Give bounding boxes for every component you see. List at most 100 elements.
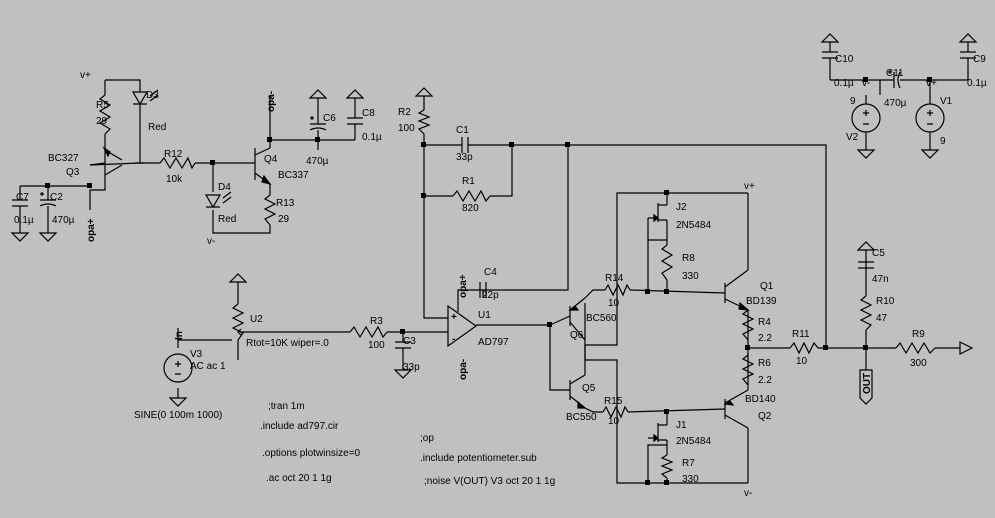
opamp-u1[interactable] <box>447 304 478 348</box>
directive-noise: ;noise V(OUT) V3 oct 20 1 1g <box>424 476 555 487</box>
net-out: OUT <box>862 373 873 394</box>
label-c3-ref: C3 <box>403 336 416 347</box>
label-v3-ref: V3 <box>190 349 203 360</box>
label-u1-value: AD797 <box>478 337 509 348</box>
transistor-q4[interactable] <box>254 147 272 185</box>
resistor-r10[interactable] <box>859 295 873 331</box>
led-d3[interactable] <box>131 89 159 127</box>
jfet-j2[interactable] <box>647 203 667 240</box>
label-r4-ref: R4 <box>758 317 771 328</box>
label-q3-ref: Q3 <box>66 167 80 178</box>
label-c1-ref: C1 <box>456 125 469 136</box>
label-c2-value: 470µ <box>52 215 75 226</box>
label-r5-value: 29 <box>96 116 108 127</box>
label-q1-value: BD139 <box>746 296 777 307</box>
capacitor-c1[interactable] <box>461 137 472 153</box>
label-r7-value: 330 <box>682 474 699 485</box>
label-r12-ref: R12 <box>164 149 183 160</box>
label-u1-ref: U1 <box>478 310 491 321</box>
label-j2-value: 2N5484 <box>676 220 711 231</box>
capacitor-c5[interactable] <box>858 261 874 290</box>
capacitor-c6[interactable] <box>309 116 327 140</box>
net-opa-plus-u1: opa+ <box>458 274 469 298</box>
label-q4-value: BC337 <box>278 170 309 181</box>
capacitor-c2[interactable] <box>39 192 57 222</box>
label-r4-value: 2.2 <box>758 333 772 344</box>
transistor-q5[interactable] <box>569 374 587 409</box>
out-net-flag[interactable] <box>859 369 873 405</box>
label-r5-ref: R5 <box>96 100 109 111</box>
resistor-r3[interactable] <box>349 325 388 339</box>
label-r15-ref: R15 <box>604 396 623 407</box>
label-r1-ref: R1 <box>462 176 475 187</box>
directive-include-ad797: .include ad797.cir <box>260 421 339 432</box>
label-r8-ref: R8 <box>682 253 695 264</box>
capacitor-c9[interactable] <box>960 51 976 70</box>
potentiometer-u2[interactable] <box>231 303 246 341</box>
directive-op: ;op <box>420 433 434 444</box>
label-j1-value: 2N5484 <box>676 436 711 447</box>
output-port-arrow[interactable] <box>959 341 974 355</box>
resistor-r15[interactable] <box>602 405 629 419</box>
source-v2[interactable] <box>851 103 881 133</box>
net-labels: v+ v- v+ v- v- v+ opa+ opa- opa+ opa- In… <box>80 70 937 499</box>
label-q2-value: BD140 <box>745 394 776 405</box>
resistor-r4[interactable] <box>741 309 755 341</box>
label-c9-ref: C9 <box>973 54 986 65</box>
resistor-r5[interactable] <box>98 94 112 135</box>
resistor-r11[interactable] <box>789 341 819 355</box>
source-v1[interactable] <box>915 103 945 133</box>
junction-dots <box>45 77 932 485</box>
label-r7-ref: R7 <box>682 458 695 469</box>
directive-include-potentiometer: .include potentiometer.sub <box>420 453 537 464</box>
resistor-r8[interactable] <box>660 244 674 281</box>
resistor-r2[interactable] <box>417 109 431 135</box>
component-labels: R5 29 D3 Red BC327 Q3 C7 0.1µ C2 470µ R1… <box>14 54 987 485</box>
label-j2-ref: J2 <box>676 202 687 213</box>
label-r9-value: 300 <box>910 358 927 369</box>
net-opa-minus-u1: opa- <box>458 359 469 380</box>
jfet-j1[interactable] <box>648 423 667 443</box>
transistor-q3[interactable] <box>89 145 123 180</box>
capacitor-c11[interactable] <box>880 70 908 89</box>
label-c9-value: 0.1µ <box>967 78 987 89</box>
resistor-r13[interactable] <box>263 194 277 226</box>
label-q2-ref: Q2 <box>758 411 772 422</box>
transistor-q1[interactable] <box>724 269 750 311</box>
resistor-r7[interactable] <box>660 454 674 479</box>
label-q5-value: BC550 <box>566 412 597 423</box>
label-v1-value: 9 <box>940 136 946 147</box>
resistor-r1[interactable] <box>452 189 491 203</box>
transistor-q2[interactable] <box>723 389 749 429</box>
capacitor-c4[interactable] <box>479 282 487 298</box>
label-q6-ref: Q6 <box>570 330 584 341</box>
label-q6-value: BC560 <box>586 313 617 324</box>
resistor-r9[interactable] <box>895 341 936 355</box>
capacitor-c10[interactable] <box>822 51 838 70</box>
label-c11-ref: C11 <box>886 68 904 79</box>
directive-tran: ;tran 1m <box>268 401 305 412</box>
capacitor-c8[interactable] <box>347 117 363 128</box>
net-vplus-q3: v+ <box>80 70 91 81</box>
label-r3-value: 100 <box>368 340 385 351</box>
directive-options: .options plotwinsize=0 <box>262 448 361 459</box>
directive-ac: .ac oct 20 1 1g <box>266 473 332 484</box>
resistor-r12[interactable] <box>159 156 196 170</box>
source-v3[interactable] <box>163 353 193 383</box>
capacitor-c3[interactable] <box>395 341 411 356</box>
label-c7-ref: C7 <box>16 192 29 203</box>
label-c1-value: 33p <box>456 152 473 163</box>
label-d4-ref: D4 <box>218 182 231 193</box>
net-opa-minus-q4: opa- <box>266 91 277 112</box>
label-q3-value: BC327 <box>48 153 79 164</box>
transistor-q6[interactable] <box>568 297 586 341</box>
resistor-r14[interactable] <box>604 283 631 297</box>
label-c5-value: 47n <box>872 274 889 285</box>
opamp-minus-pin: - <box>452 334 455 345</box>
capacitor-c7[interactable] <box>12 199 28 222</box>
label-r2-ref: R2 <box>398 107 411 118</box>
label-v1-ref: V1 <box>940 96 953 107</box>
label-r2-value: 100 <box>398 123 415 134</box>
led-d4[interactable] <box>204 191 232 209</box>
resistor-r6[interactable] <box>741 354 755 386</box>
